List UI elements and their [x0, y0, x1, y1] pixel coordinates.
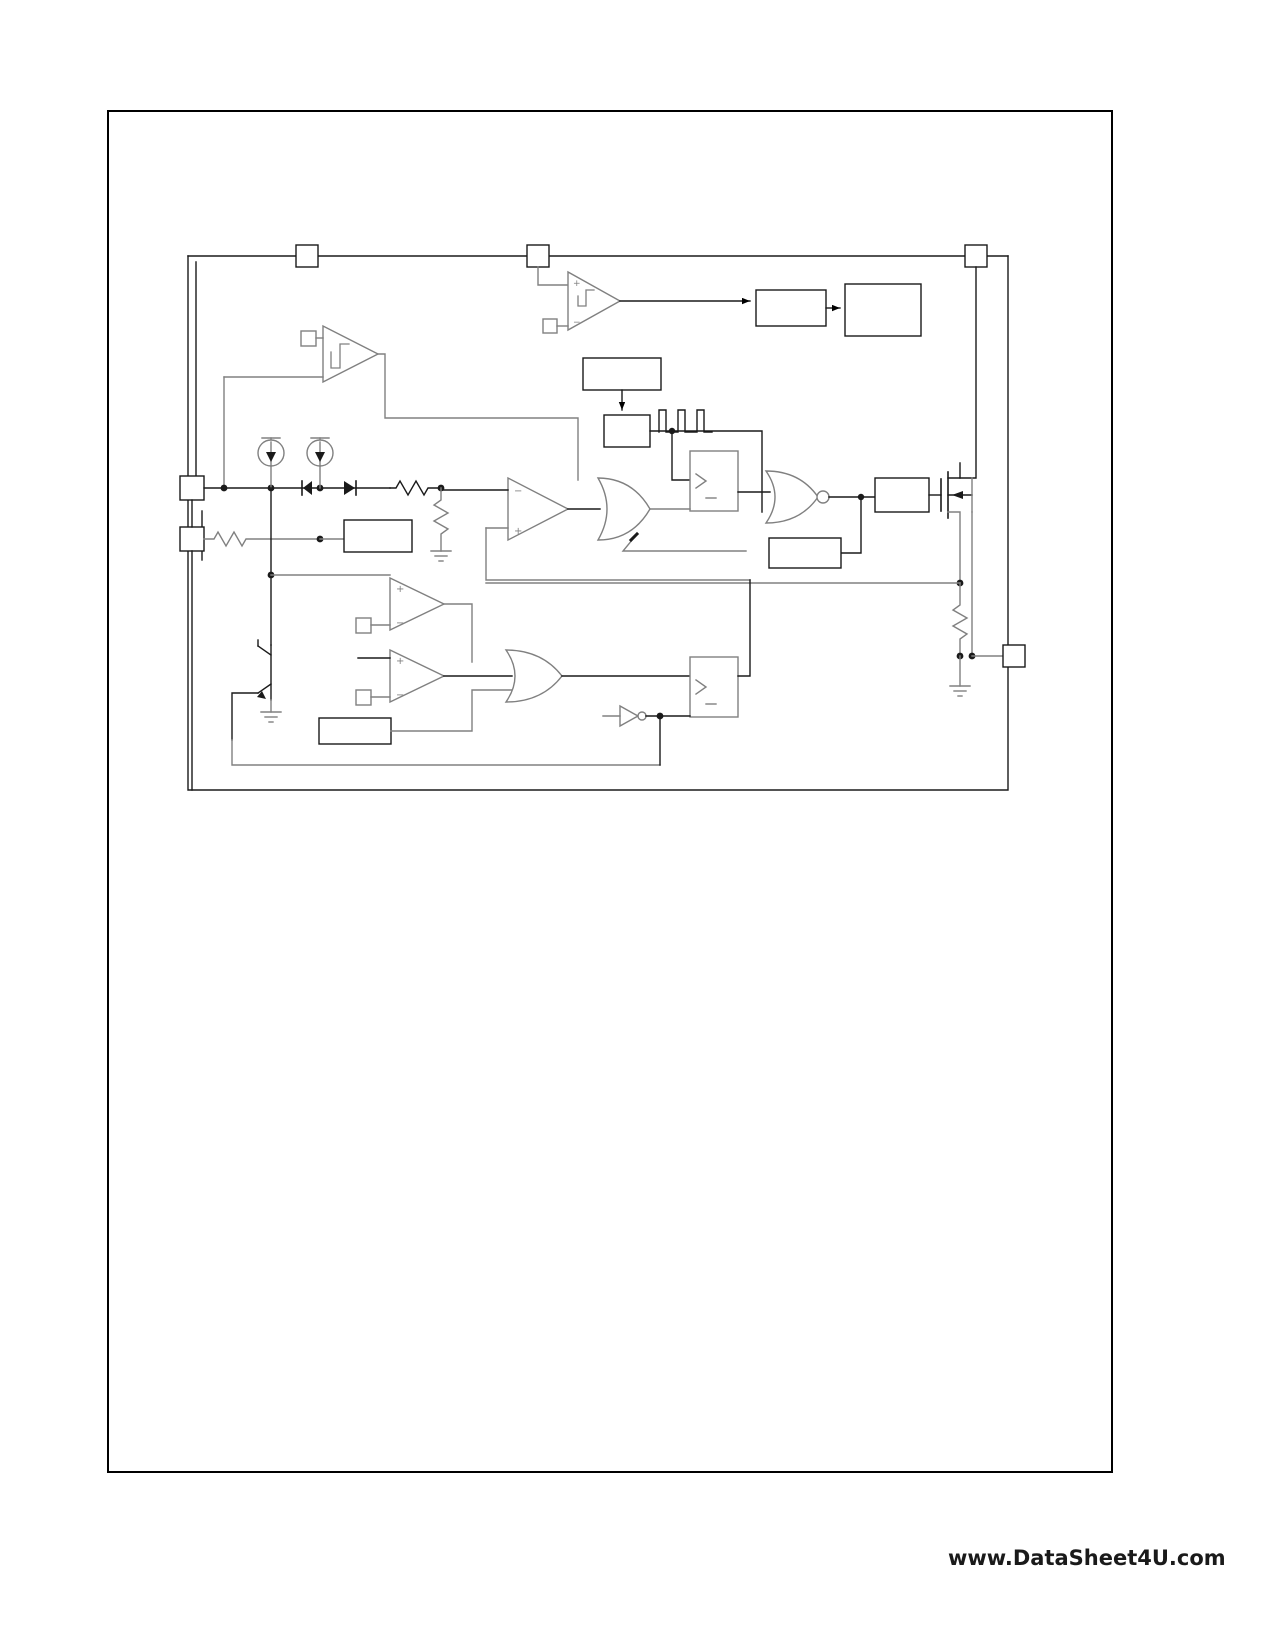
comp-lower-minus-label: − [396, 690, 404, 701]
resistor-series [389, 479, 442, 497]
wire-outer-frame [187, 255, 1009, 791]
mosfet-drain-lead [947, 462, 961, 479]
block-feedback [768, 537, 842, 569]
transistor-npn [231, 639, 272, 741]
wire-fault-latch-out [737, 579, 751, 677]
block-output-stage [844, 283, 922, 337]
block-reference [582, 357, 662, 391]
pin-top-mid[interactable] [526, 244, 550, 268]
comp-upper-minus-label: − [396, 618, 404, 629]
clock-pulse-waveform [658, 409, 713, 433]
clock-edge-icon-2 [695, 679, 708, 695]
mosfet-power [928, 462, 973, 657]
wire-left-rail [195, 261, 203, 561]
hysteresis-icon [577, 289, 595, 307]
wire-pin-to-uvlo [537, 266, 569, 286]
clock-edge-icon [695, 473, 708, 489]
comp-lower-plus-label: + [396, 656, 404, 667]
wire-ss-to-or [390, 689, 513, 732]
block-driver-stage [755, 289, 827, 327]
wire-or-arrow-head [628, 531, 640, 543]
uvlo-minus-label: − [573, 318, 581, 328]
wire-osc-to-latch-clk [671, 430, 691, 481]
uvlo-plus-label: + [573, 279, 581, 289]
hysteresis-icon-osc [330, 343, 350, 369]
npn-emitter-arrow [257, 691, 266, 699]
wire-osc-to-nor [671, 430, 763, 513]
block-oscillator [603, 414, 651, 448]
page-border [107, 110, 1113, 1473]
error-amplifier: − + [507, 476, 570, 542]
current-source-1 [257, 437, 285, 489]
comparator-lower: + − [389, 648, 446, 704]
pin-stub-comp-b[interactable] [355, 689, 372, 706]
comparator-upper: + − [389, 576, 446, 632]
diode-forward [344, 480, 357, 496]
pin-stub-comp-a[interactable] [355, 617, 372, 634]
nor-gate-output [764, 470, 830, 524]
or-gate-pwm [596, 477, 651, 541]
mosfet-source-lead [947, 511, 961, 584]
eamp-plus-label: + [514, 526, 522, 537]
wire-osc-out-to-eamp [377, 353, 579, 481]
comp-upper-plus-label: + [396, 584, 404, 595]
wire-eamp-fb-loop [485, 527, 751, 581]
wire-or-lower-in [621, 533, 747, 552]
diode-reverse [301, 480, 312, 496]
current-source-2 [306, 437, 334, 489]
pin-top-left[interactable] [295, 244, 319, 268]
ground-1 [430, 550, 452, 562]
ground-3 [949, 685, 971, 697]
pin-stub-uvlo[interactable] [542, 318, 558, 334]
flipflop-pwm-latch [689, 450, 739, 512]
junction-supply-a [220, 484, 228, 492]
mosfet-arrow-head [952, 491, 963, 499]
eamp-minus-label: − [514, 486, 522, 497]
inverter-reset [619, 704, 647, 728]
inverter-bubble [637, 711, 647, 721]
wire-nor-feedback [840, 496, 862, 554]
wire-comp-upper-out [443, 603, 473, 663]
resistor-input [203, 530, 321, 548]
pin-left-lower[interactable] [179, 526, 205, 552]
flipflop-fault-latch [689, 656, 739, 718]
ground-2 [260, 711, 282, 723]
comparator-hysteresis-osc [322, 324, 380, 384]
block-gate-drive [874, 477, 930, 513]
wire-reset-return [231, 739, 661, 766]
datasheet-watermark: www.DataSheet4U.com [948, 1546, 1226, 1570]
block-current-sense [343, 519, 413, 553]
nor-invert-bubble [816, 490, 830, 504]
pin-top-right[interactable] [964, 244, 988, 268]
resistor-sense [951, 582, 969, 657]
pin-stub-osc[interactable] [300, 330, 317, 347]
wire-top-right-to-drain [959, 266, 977, 479]
comparator-hysteresis-uvlo: + − [567, 270, 622, 332]
block-soft-start [318, 717, 392, 745]
or-gate-fault [504, 649, 563, 703]
resistor-pulldown [432, 487, 450, 552]
pin-right-lower[interactable] [1002, 644, 1026, 668]
pin-left-upper[interactable] [179, 475, 205, 501]
